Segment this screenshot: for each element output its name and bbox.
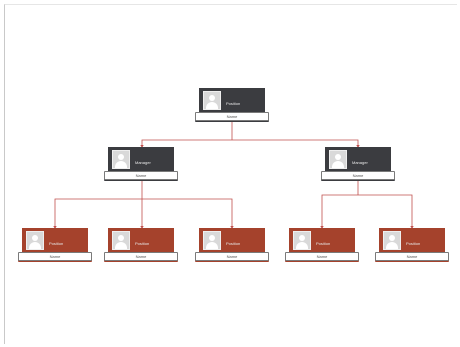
node-name: Position (226, 241, 241, 246)
person-placeholder-icon (293, 231, 311, 250)
person-placeholder-icon (203, 231, 221, 250)
org-node-staff-1: Position Name (18, 228, 92, 261)
org-node-staff-3: Position Name (195, 228, 269, 261)
node-card: Position (22, 228, 88, 253)
node-card: Manager (108, 147, 174, 172)
node-title: Name (18, 252, 92, 261)
org-node-manager-1: Manager Name (104, 147, 178, 180)
node-card: Position (199, 88, 265, 113)
node-name: Position (135, 241, 150, 246)
connector-manager2-staff (321, 177, 413, 228)
node-card: Manager (325, 147, 391, 172)
org-node-staff-5: Position Name (375, 228, 449, 261)
node-card: Position (289, 228, 355, 253)
node-name: Manager (135, 160, 151, 165)
person-placeholder-icon (26, 231, 44, 250)
org-node-manager-2: Manager Name (321, 147, 395, 180)
person-placeholder-icon (112, 231, 130, 250)
node-name: Position (49, 241, 64, 246)
org-node-staff-2: Position Name (104, 228, 178, 261)
org-node-staff-4: Position Name (285, 228, 359, 261)
node-title: Name (104, 171, 178, 180)
person-placeholder-icon (383, 231, 401, 250)
node-name: Position (316, 241, 331, 246)
node-title: Name (195, 252, 269, 261)
person-placeholder-icon (329, 150, 347, 169)
node-card: Position (199, 228, 265, 253)
org-node-root: Position Name (195, 88, 269, 121)
node-title: Name (104, 252, 178, 261)
connector-root-managers (141, 121, 359, 147)
node-title: Name (375, 252, 449, 261)
node-card: Position (108, 228, 174, 253)
connector-manager1-staff (54, 177, 233, 228)
person-placeholder-icon (112, 150, 130, 169)
node-name: Position (226, 101, 241, 106)
person-placeholder-icon (203, 91, 221, 110)
node-name: Manager (352, 160, 368, 165)
node-card: Position (379, 228, 445, 253)
node-title: Name (195, 112, 269, 121)
node-name: Position (406, 241, 421, 246)
node-title: Name (285, 252, 359, 261)
node-title: Name (321, 171, 395, 180)
